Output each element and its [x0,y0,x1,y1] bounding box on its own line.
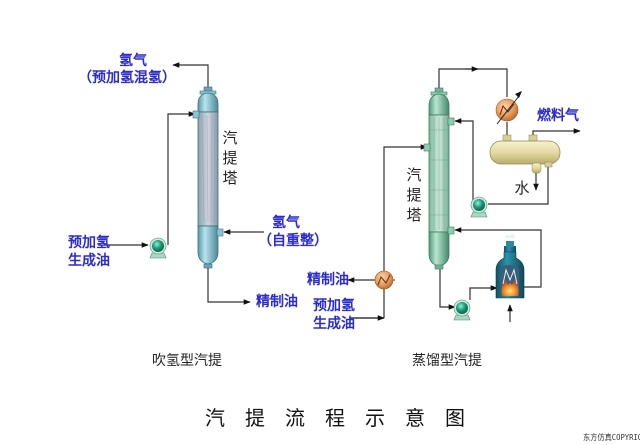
pipe-left-pump-to-column [167,111,196,245]
pipe-right-furnace-return [454,227,542,288]
right-column-label-char: 提 [406,186,422,204]
left-top-outlet-label-line1: 氢气 [119,53,147,69]
left-column-label-char: 汽 [222,129,238,147]
left-feed-label-line1: 预加氢 [68,235,110,251]
right-stripping-column [423,87,455,270]
left-side-inlet-label-line2: （自重整） [258,233,328,249]
left-column-label-char: 提 [222,149,238,167]
right-reboiler-furnace-icon [495,233,525,299]
right-feed-heat-exchanger-icon [374,270,395,290]
left-unit [105,62,264,305]
right-unit-caption: 蒸馏型汽提 [412,353,482,369]
left-pipes [105,62,264,305]
right-fuel-gas-label: 燃料气 [537,108,579,124]
left-feed-pump-icon [149,237,167,259]
pipe-left-bottom-product [207,268,251,305]
left-top-outlet-label-line2: （预加氢混氢） [78,70,176,86]
right-pipes [347,66,581,322]
pipe-right-fuel-gas [532,128,581,140]
right-product-label: 精制油 [307,272,349,288]
left-side-inlet-label-line1: 氢气 [272,215,300,231]
left-stripping-column [192,86,224,269]
right-condenser-icon [495,91,522,125]
right-separator-drum [489,134,561,174]
pipe-right-bottom-to-pump [439,268,456,310]
pipe-right-separator-to-pump [488,166,549,205]
right-feed-label-line1: 预加氢 [313,298,355,314]
right-column-label-char: 汽 [406,166,422,184]
copyright-notice: 东方仿真COPYRIGHT [583,433,640,442]
right-feed-label-line2: 生成油 [313,316,355,332]
pipe-right-feed-up [383,144,428,318]
left-column-label-char: 塔 [222,169,238,187]
pipe-right-top-vapor [438,68,508,97]
pipe-left-top-hydrogen-out [172,62,209,91]
left-bottom-product-label: 精制油 [256,294,298,310]
pipe-right-pump-to-furnace [469,285,498,300]
right-bottom-pump-icon [453,299,471,321]
right-column-label-char: 塔 [406,206,422,224]
diagram-title: 汽提流程示意图 [205,406,485,430]
right-unit [347,66,581,322]
right-reflux-pump-icon [470,196,488,218]
right-water-label: 水 [514,179,530,197]
pipe-right-pump-to-column [454,118,474,204]
left-feed-label-line2: 生成油 [68,253,110,269]
left-unit-caption: 吹氢型汽提 [152,353,222,369]
